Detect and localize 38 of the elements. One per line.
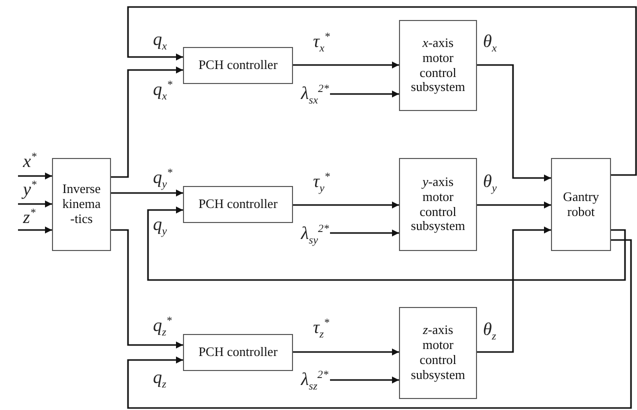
block-label: PCH controller <box>198 197 278 212</box>
block-label: PCH controller <box>198 345 278 360</box>
arrow <box>111 229 183 348</box>
arrow <box>293 202 399 208</box>
robot-box <box>551 158 611 251</box>
controller-box <box>183 334 293 371</box>
signal-label: y$^{*}$ <box>22 180 38 198</box>
arrow <box>330 230 399 236</box>
arrow <box>127 6 637 176</box>
arrow <box>111 190 183 196</box>
block-label: z-axis motor control subsystem <box>410 323 466 383</box>
controller-box <box>183 186 293 223</box>
block-label: Gantry robot <box>562 190 600 220</box>
arrow <box>18 172 52 180</box>
arrow <box>127 239 632 409</box>
block-label: PCH controller <box>198 58 278 73</box>
signal-label: θ$_{y}$ <box>482 172 498 195</box>
block-label: Inverse kinema -tics <box>62 182 101 227</box>
arrow <box>293 348 399 356</box>
block-label: x-axis motor control subsystem <box>410 36 466 96</box>
arrow <box>111 66 183 178</box>
subsystem-box <box>399 20 477 111</box>
signal-label: z$^{*}$ <box>22 208 37 226</box>
signal-label: x$^{*}$ <box>22 152 38 170</box>
block-label: y-axis motor control subsystem <box>410 174 466 234</box>
arrow <box>147 206 626 281</box>
arrow <box>293 62 399 68</box>
arrow <box>18 226 52 234</box>
arrow <box>477 64 551 182</box>
arrow <box>477 226 551 353</box>
subsystem-box <box>399 307 477 399</box>
arrow <box>330 376 399 384</box>
kinematics-box <box>52 158 111 251</box>
subsystem-box <box>399 158 477 251</box>
arrow <box>330 90 399 98</box>
controller-box <box>183 47 293 84</box>
arrow <box>18 200 52 208</box>
arrow <box>477 202 551 208</box>
